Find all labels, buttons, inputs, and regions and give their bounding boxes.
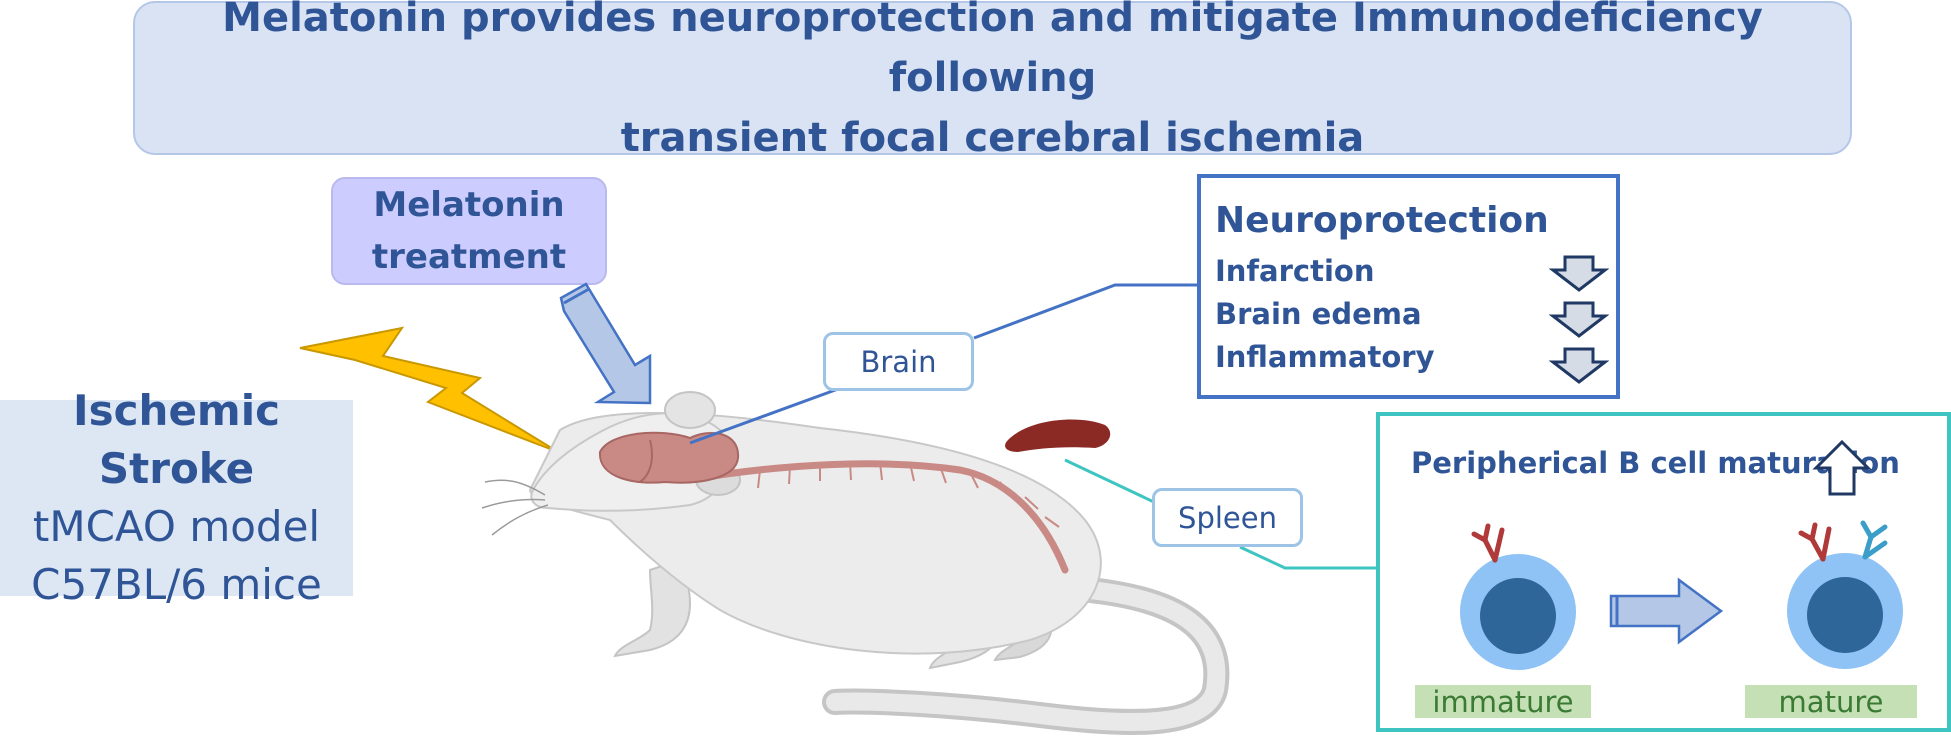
brain-label: Brain [823, 332, 974, 391]
brain-connector-line [689, 387, 839, 445]
treatment-line-1: Melatonin [373, 185, 565, 225]
neuroprotection-box: Neuroprotection Infarction Brain edema I… [1197, 174, 1620, 399]
title-banner: Melatonin provides neuroprotection and m… [133, 0, 1852, 161]
mature-label: mature [1745, 685, 1917, 719]
title-line-1: Melatonin provides neuroprotection and m… [222, 0, 1763, 101]
maturation-arrow-icon [1609, 577, 1724, 645]
immature-b-cell-icon [1460, 523, 1576, 670]
infarction-label: Infarction [1215, 254, 1375, 288]
neuroprotection-title: Neuroprotection [1215, 200, 1549, 241]
mice-line: C57BL/6 mice [31, 560, 322, 609]
spleen-to-bcell-line [1239, 545, 1376, 570]
b-cell-title: Peripherical B cell maturation [1411, 446, 1900, 480]
down-arrow-icon [1549, 347, 1609, 384]
model-line: tMCAO model [32, 502, 321, 551]
brain-edema-label: Brain edema [1215, 297, 1422, 331]
lightning-bolt-icon [299, 326, 559, 453]
inflammatory-label: Inflammatory [1215, 340, 1435, 374]
stroke-model-box: Ischemic Stroke tMCAO model C57BL/6 mice [0, 386, 353, 609]
immature-label: immature [1415, 685, 1591, 719]
mouse-illustration [481, 391, 1230, 736]
stroke-heading: Ischemic Stroke [73, 386, 280, 493]
up-arrow-icon [1812, 439, 1872, 496]
melatonin-treatment-box: Melatonin treatment [331, 177, 607, 285]
brain-to-neuro-line [973, 283, 1197, 340]
spleen-connector-line [1064, 458, 1157, 505]
mature-b-cell-icon [1787, 520, 1903, 669]
down-arrow-icon [1549, 255, 1609, 292]
injection-arrow-icon [559, 282, 652, 405]
down-arrow-icon [1549, 301, 1609, 338]
spleen-label: Spleen [1152, 488, 1303, 547]
treatment-line-2: treatment [371, 237, 567, 277]
title-line-2: transient focal cerebral ischemia [620, 115, 1365, 161]
spleen-illustration [1005, 419, 1111, 452]
b-cell-maturation-box: Peripherical B cell maturation [1376, 412, 1951, 732]
